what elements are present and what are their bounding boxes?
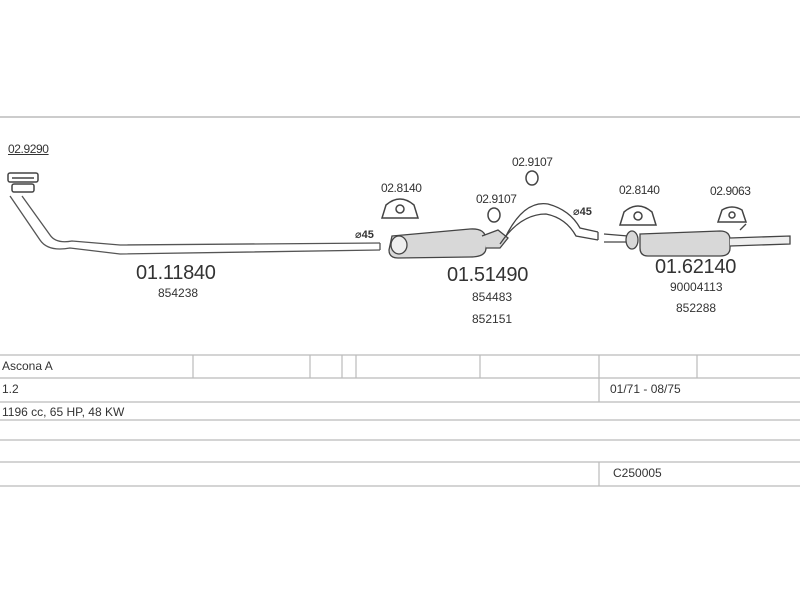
part-ref-rear-silencer-1: 90004113 xyxy=(670,280,723,294)
part-code-manifold-flange: 02.9290 xyxy=(8,142,49,156)
part-code-rubber-mount: 02.9063 xyxy=(710,184,751,198)
part-ref-front-pipe: 854238 xyxy=(158,286,199,300)
part-ref-middle-silencer-1: 854483 xyxy=(472,290,513,304)
part-ref-rear-silencer-2: 852288 xyxy=(676,301,717,315)
part-ref-middle-silencer-2: 852151 xyxy=(472,312,513,326)
table-cell-engine: 1.2 xyxy=(2,382,19,396)
part-code-front-pipe: 01.11840 xyxy=(136,262,216,284)
clamp-right xyxy=(618,205,658,226)
rubber-mount xyxy=(716,206,748,223)
part-code-clamp-middle: 02.8140 xyxy=(381,181,422,195)
table-cell-period: 01/71 - 08/75 xyxy=(610,382,681,396)
table-cell-spec: 1196 cc, 65 HP, 48 KW xyxy=(2,405,125,419)
table-cell-model: Ascona A xyxy=(2,359,53,373)
ring-upper xyxy=(525,170,539,186)
part-code-rear-silencer: 01.62140 xyxy=(655,256,737,278)
diameter-label-rear: ⌀45 xyxy=(573,206,592,218)
part-code-ring-lower: 02.9107 xyxy=(476,192,517,206)
diameter-label-front: ⌀45 xyxy=(355,229,374,241)
ring-lower xyxy=(487,207,501,223)
part-code-ring-upper: 02.9107 xyxy=(512,155,553,169)
part-code-clamp-right: 02.8140 xyxy=(619,183,660,197)
manifold-flange xyxy=(7,172,39,193)
front-pipe xyxy=(9,195,381,255)
rear-silencer xyxy=(603,223,791,257)
part-code-middle-silencer: 01.51490 xyxy=(447,264,529,286)
middle-silencer xyxy=(388,202,599,259)
clamp-middle xyxy=(380,198,420,219)
table-cell-catalog-code: C250005 xyxy=(613,466,662,480)
